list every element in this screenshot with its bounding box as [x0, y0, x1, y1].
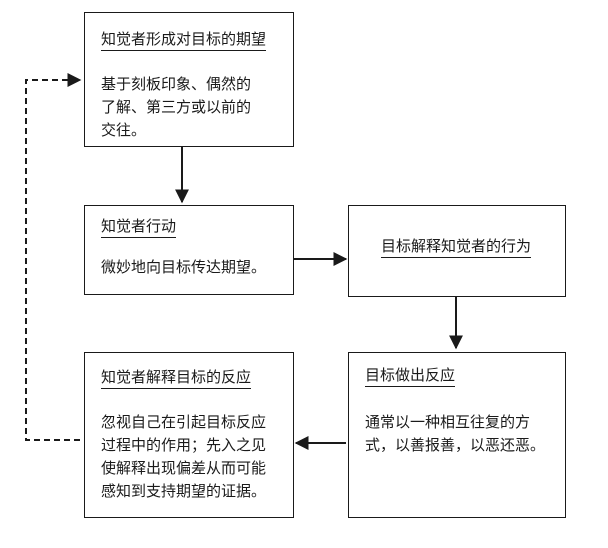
- text-line: 通常以一种相互往复的方: [365, 413, 531, 431]
- target-reacts-box: 目标做出反应 通常以一种相互往复的方 式，以善报善，以恶还恶。: [348, 352, 566, 518]
- dashed-feedback-loop: [25, 73, 82, 441]
- expectation-text: 基于刻板印象、偶然的 了解、第三方或以前的 交往。: [101, 73, 251, 142]
- text-line: 了解、第三方或以前的: [101, 98, 252, 116]
- perceiver-interprets-text: 忽视自己在引起目标反应 过程中的作用；先入之见 使解释出现偏差从而可能 感知到支…: [101, 411, 266, 503]
- target-interprets-title: 目标解释知觉者的行为: [381, 236, 532, 258]
- text-line: 基于刻板印象、偶然的: [101, 75, 252, 93]
- perceiver-action-text: 微妙地向目标传达期望。: [101, 256, 266, 279]
- text-line: 感知到支持期望的证据。: [101, 482, 267, 500]
- text-line: 使解释出现偏差从而可能: [101, 459, 267, 477]
- text-line: 忽视自己在引起目标反应: [101, 413, 267, 431]
- text-line: 式，以善报善，以恶还恶。: [365, 436, 546, 454]
- text-line: 过程中的作用；先入之见: [101, 436, 267, 454]
- perceiver-action-title: 知觉者行动: [101, 216, 177, 238]
- perceiver-interprets-box: 知觉者解释目标的反应 忽视自己在引起目标反应 过程中的作用；先入之见 使解释出现…: [84, 352, 294, 518]
- perceiver-action-box: 知觉者行动 微妙地向目标传达期望。: [84, 205, 294, 295]
- target-reacts-title: 目标做出反应: [365, 365, 456, 387]
- expectation-box: 知觉者形成对目标的期望 基于刻板印象、偶然的 了解、第三方或以前的 交往。: [84, 12, 294, 147]
- expectation-title: 知觉者形成对目标的期望: [101, 29, 267, 51]
- target-interprets-box: 目标解释知觉者的行为: [348, 205, 566, 297]
- target-reacts-text: 通常以一种相互往复的方 式，以善报善，以恶还恶。: [365, 411, 545, 457]
- perceiver-interprets-title: 知觉者解释目标的反应: [101, 367, 252, 389]
- text-line: 微妙地向目标传达期望。: [101, 258, 267, 276]
- text-line: 交往。: [101, 121, 147, 139]
